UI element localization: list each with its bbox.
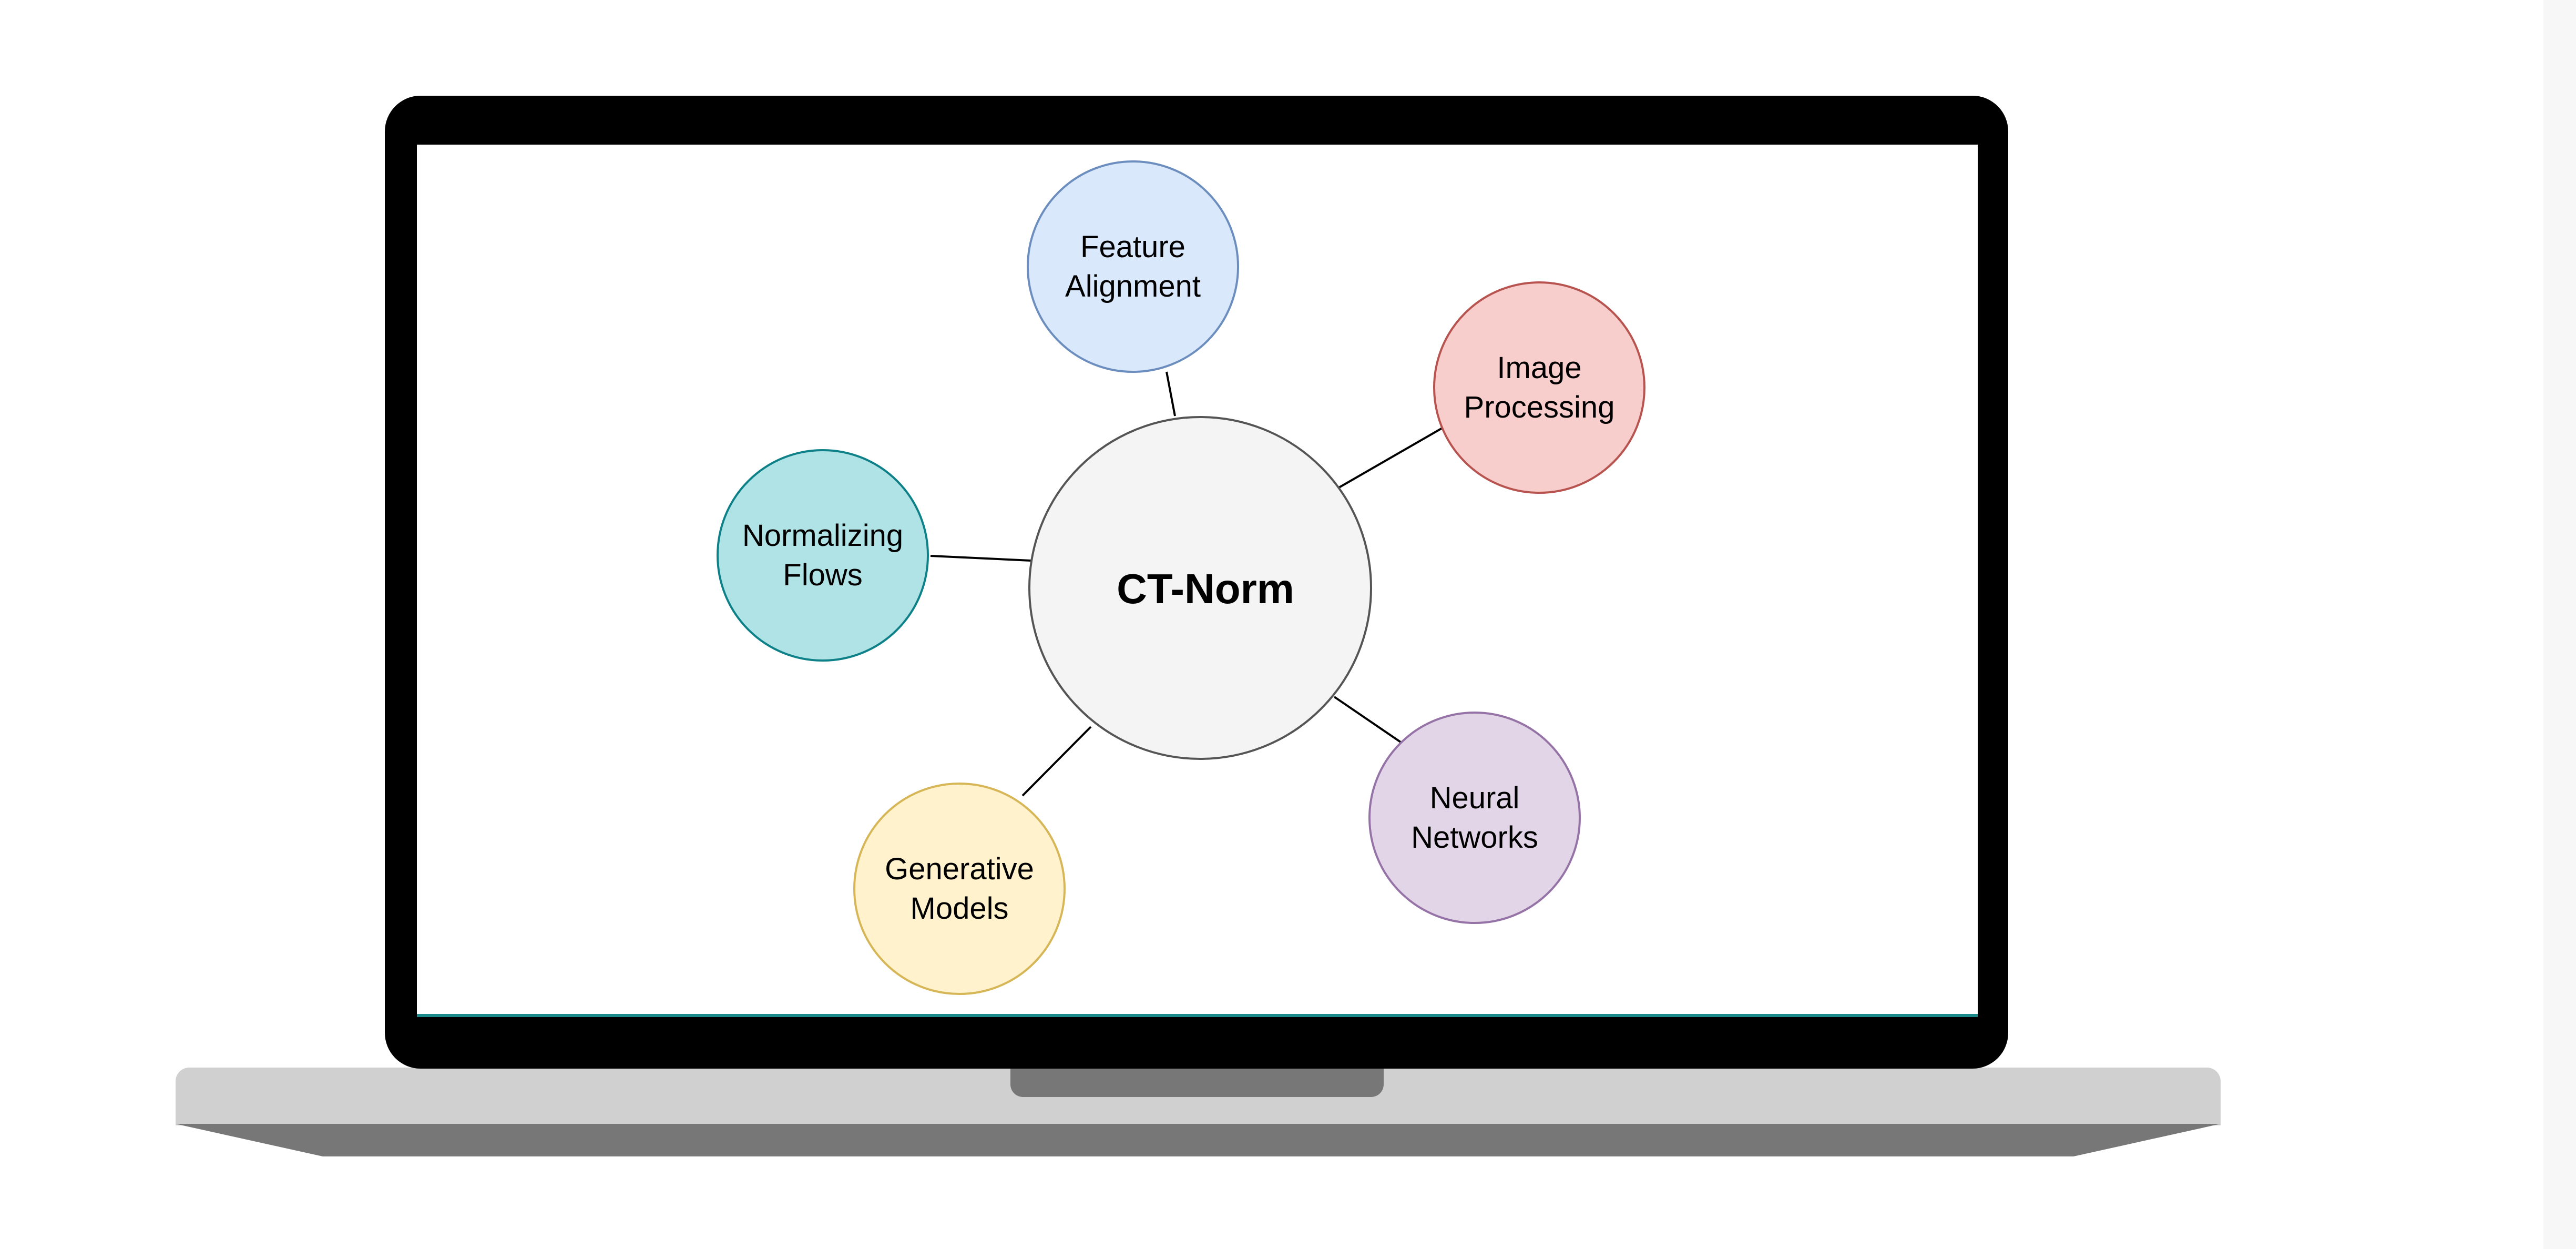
node-image-processing-line1: Image [1497,351,1581,385]
node-image-processing-line2: Processing [1464,390,1615,424]
connector-feature [1166,371,1176,417]
node-generative-models: Generative Models [853,783,1066,995]
node-neural-networks-line2: Networks [1411,820,1538,855]
connector-generative [1021,726,1092,797]
node-neural-networks-circle [1368,712,1581,924]
connector-normalizing [930,555,1031,562]
node-feature-alignment-circle [1027,160,1239,373]
node-generative-models-circle [853,783,1066,995]
center-node-circle [1028,416,1372,760]
node-image-processing: Image Processing [1433,281,1645,494]
node-neural-networks: Neural Networks [1368,712,1581,924]
node-normalizing-flows: Normalizing Flows [717,449,929,662]
node-normalizing-flows-circle [717,449,929,662]
node-feature-alignment-line2: Alignment [1065,269,1201,303]
node-feature-alignment: Feature Alignment [1027,160,1239,373]
node-generative-models-line1: Generative [885,852,1034,886]
node-neural-networks-line1: Neural [1430,781,1520,815]
node-normalizing-flows-line1: Normalizing [742,519,903,553]
mind-map-diagram: CT-Norm Feature Alignment Image Processi… [717,160,1645,995]
laptop-base-shadow [176,1124,2221,1156]
connector-image [1338,427,1444,489]
right-edge-strip [2543,0,2576,1249]
node-image-processing-circle [1433,281,1645,494]
connector-neural [1333,696,1403,744]
node-feature-alignment-line1: Feature [1080,230,1185,264]
center-node: CT-Norm [1028,416,1372,760]
laptop-hinge-notch [1010,1068,1384,1097]
center-node-label: CT-Norm [1117,565,1294,612]
node-normalizing-flows-line2: Flows [783,558,862,592]
laptop-screen: CT-Norm Feature Alignment Image Processi… [417,145,1978,1017]
node-generative-models-line2: Models [911,891,1009,926]
